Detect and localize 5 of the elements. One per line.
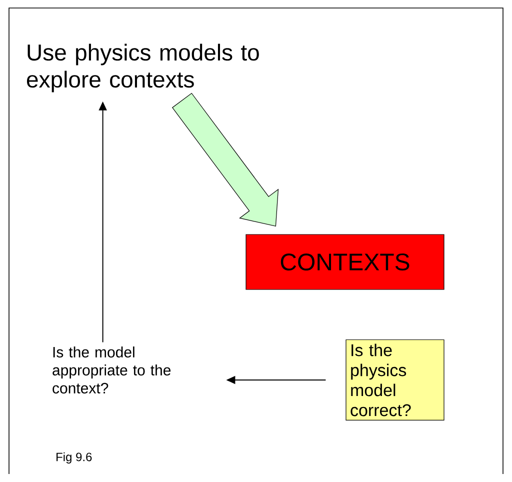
heading-text: Use physics models to explore contexts bbox=[26, 44, 259, 92]
figure-label: Fig 9.6 bbox=[56, 452, 92, 464]
question-box: Is the physics model correct? bbox=[346, 339, 444, 421]
question-text: Is the model appropriate to the context? bbox=[52, 346, 171, 394]
context-box: CONTEXTS bbox=[246, 234, 444, 290]
